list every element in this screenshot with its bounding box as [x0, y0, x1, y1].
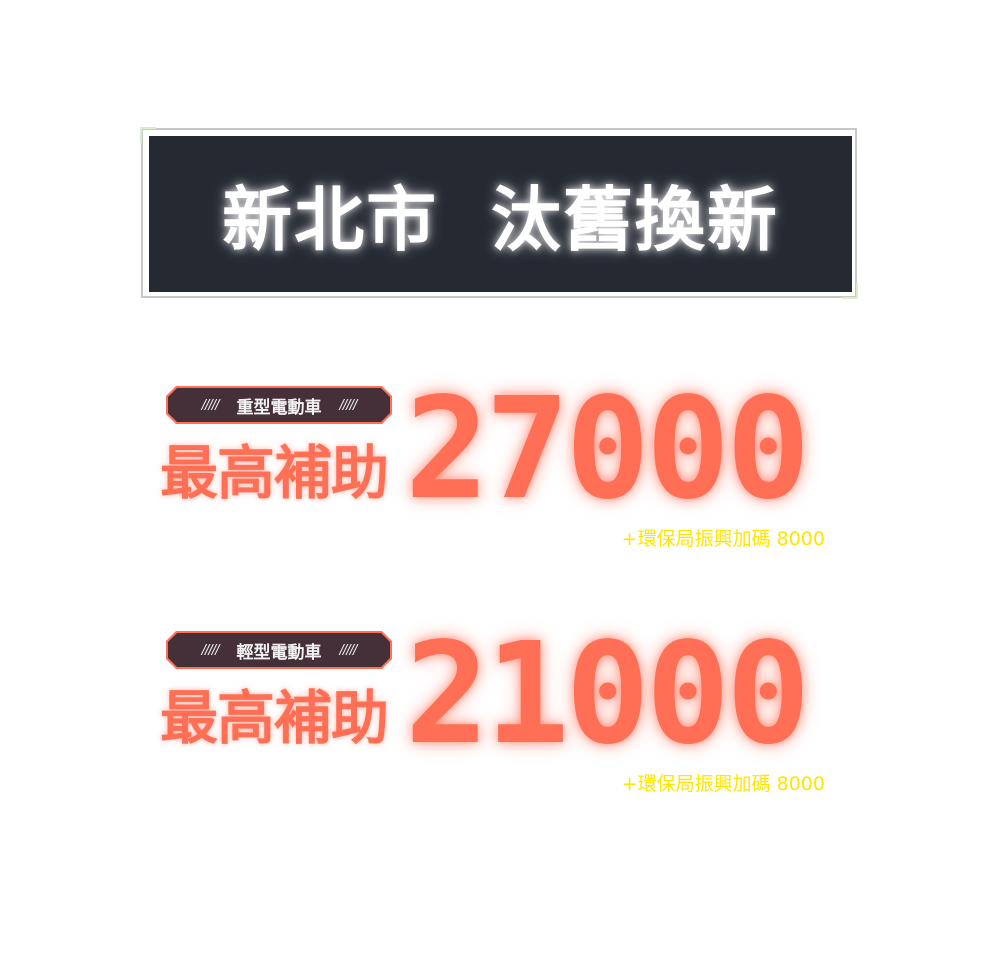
- subsidy-amount: 21000: [405, 613, 810, 776]
- hatch-decoration: /////: [339, 642, 358, 658]
- category-label: 輕型電動車: [236, 642, 322, 663]
- page-title: 新北市 汰舊換新: [222, 178, 779, 261]
- bonus-text: +環保局振興加碼 8000: [621, 528, 825, 550]
- max-subsidy-label: 最高補助: [160, 684, 389, 752]
- subsidy-heavy: ///// 重型電動車 ///// 最高補助 27000 +環保局振興加碼 80…: [0, 368, 1000, 586]
- category-badge: ///// 輕型電動車 /////: [166, 631, 392, 669]
- hatch-decoration: /////: [201, 642, 220, 658]
- hatch-decoration: /////: [201, 397, 220, 413]
- title-banner: 新北市 汰舊換新: [149, 136, 852, 292]
- category-label: 重型電動車: [236, 397, 322, 418]
- category-badge: ///// 重型電動車 /////: [166, 386, 392, 424]
- hatch-decoration: /////: [339, 397, 358, 413]
- subsidy-light: ///// 輕型電動車 ///// 最高補助 21000 +環保局振興加碼 80…: [0, 613, 1000, 831]
- bonus-text: +環保局振興加碼 8000: [621, 773, 825, 795]
- title-frame: [140, 127, 858, 299]
- max-subsidy-label: 最高補助: [160, 439, 389, 507]
- subsidy-amount: 27000: [405, 368, 810, 531]
